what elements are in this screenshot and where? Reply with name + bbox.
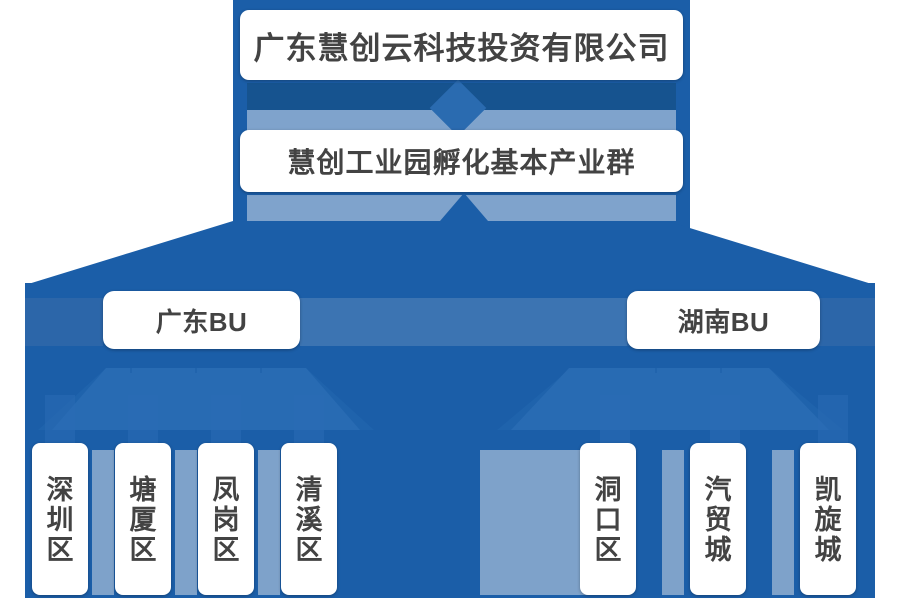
stem-right-3: [785, 349, 787, 373]
stem-left-1: [130, 349, 132, 373]
node-district-tangxia[interactable]: 塘 厦 区: [115, 443, 171, 595]
separator-3: [258, 450, 280, 595]
node-district-qingxi[interactable]: 清 溪 区: [281, 443, 337, 595]
leaf-char: 清: [295, 474, 323, 505]
leaf-char: 塘: [129, 474, 157, 505]
panel-band-left: [25, 298, 103, 346]
separator-4: [662, 450, 684, 595]
leaf-char: 贸: [704, 504, 732, 535]
node-company-root[interactable]: 广东慧创云科技投资有限公司: [240, 10, 683, 80]
separator-1: [92, 450, 114, 595]
separator-2: [175, 450, 197, 595]
leaf-char: 旋: [814, 504, 842, 535]
panel-band-center: [300, 298, 627, 346]
stem-left-3: [260, 349, 262, 373]
node-bu-hunan[interactable]: 湖南BU: [627, 291, 820, 349]
leaf-char: 深: [46, 474, 74, 505]
leaf-char: 岗: [212, 504, 240, 535]
leaf-char: 厦: [129, 504, 157, 535]
funnel-connector: [25, 221, 875, 285]
empty-placeholder-block: [480, 450, 598, 595]
leaf-char: 城: [704, 535, 732, 566]
leaf-char: 圳: [46, 504, 74, 535]
node-district-dongkou[interactable]: 洞 口 区: [580, 443, 636, 595]
leaf-char: 区: [212, 535, 240, 566]
leaf-char: 区: [46, 535, 74, 566]
node-district-fenggang[interactable]: 凤 岗 区: [198, 443, 254, 595]
leaf-char: 洞: [594, 474, 622, 505]
stem-left-2: [195, 349, 197, 373]
node-district-shenzhen[interactable]: 深 圳 区: [32, 443, 88, 595]
leaf-char: 溪: [295, 504, 323, 535]
stem-right-1: [655, 349, 657, 373]
separator-5: [772, 450, 794, 595]
node-industrial-park-group[interactable]: 慧创工业园孵化基本产业群: [240, 130, 683, 192]
leaf-char: 凯: [814, 474, 842, 505]
leaf-char: 区: [295, 535, 323, 566]
stem-right-2: [720, 349, 722, 373]
node-district-kaixuancheng[interactable]: 凯 旋 城: [800, 443, 856, 595]
leaf-char: 口: [594, 504, 622, 535]
leaf-char: 城: [814, 535, 842, 566]
leaf-char: 汽: [704, 474, 732, 505]
chevron-up-icon: [440, 193, 488, 221]
node-bu-guangdong[interactable]: 广东BU: [103, 291, 300, 349]
leaf-char: 凤: [212, 474, 240, 505]
node-district-qimaocheng[interactable]: 汽 贸 城: [690, 443, 746, 595]
leaf-char: 区: [594, 535, 622, 566]
leaf-char: 区: [129, 535, 157, 566]
group-funnel-right-inner: [511, 368, 829, 430]
